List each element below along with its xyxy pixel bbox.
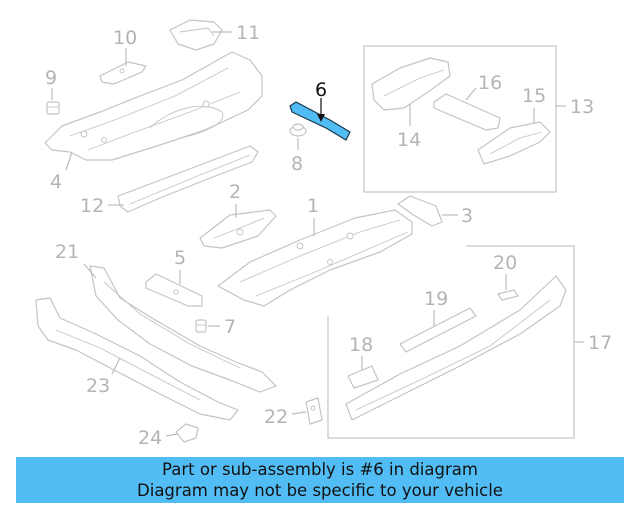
part-10-bracket[interactable] — [99, 61, 147, 85]
callout-7[interactable]: 7 — [224, 316, 236, 338]
callout-17[interactable]: 17 — [588, 332, 612, 354]
callout-15[interactable]: 15 — [522, 85, 546, 107]
group-17-box — [327, 245, 575, 439]
part-3-bracket[interactable] — [397, 195, 443, 227]
part-8-grommet[interactable] — [289, 123, 307, 137]
callout-14[interactable]: 14 — [397, 129, 421, 151]
callout-23[interactable]: 23 — [86, 375, 110, 397]
part-12-crossmember[interactable] — [117, 145, 259, 213]
callout-22[interactable]: 22 — [264, 406, 288, 428]
callout-18[interactable]: 18 — [349, 334, 373, 356]
callout-1[interactable]: 1 — [307, 195, 319, 217]
callout-2[interactable]: 2 — [229, 181, 241, 203]
callout-19[interactable]: 19 — [424, 288, 448, 310]
callout-6[interactable]: 6 — [315, 79, 327, 101]
parts-diagram: 1 2 3 4 5 6 7 8 9 10 11 12 13 14 15 16 1… — [35, 19, 612, 449]
info-banner: Part or sub-assembly is #6 in diagram Di… — [16, 457, 624, 503]
callout-10[interactable]: 10 — [113, 27, 137, 49]
part-6-reinforcement[interactable] — [289, 101, 351, 141]
part-5-bracket[interactable] — [145, 273, 203, 307]
banner-line-1: Part or sub-assembly is #6 in diagram — [162, 460, 478, 479]
part-7-bolt[interactable] — [195, 319, 207, 333]
callout-labels: 1 2 3 4 5 6 7 8 9 10 11 12 13 14 15 16 1… — [45, 22, 612, 449]
callout-12[interactable]: 12 — [80, 195, 104, 217]
part-11-bracket[interactable] — [169, 19, 223, 51]
part-17-rocker[interactable] — [345, 275, 567, 421]
leader-lines — [51, 31, 584, 437]
part-14-member[interactable] — [371, 57, 451, 111]
callout-5[interactable]: 5 — [174, 247, 186, 269]
part-2-panel[interactable] — [199, 209, 277, 249]
part-21-side-member[interactable] — [89, 265, 277, 393]
callout-24[interactable]: 24 — [138, 427, 162, 449]
part-9-plug[interactable] — [46, 101, 60, 115]
callout-13[interactable]: 13 — [570, 96, 594, 118]
callout-16[interactable]: 16 — [478, 72, 502, 94]
callout-21[interactable]: 21 — [55, 241, 79, 263]
banner-line-2: Diagram may not be specific to your vehi… — [137, 481, 503, 500]
callout-11[interactable]: 11 — [236, 22, 260, 44]
part-1-front-floor[interactable] — [217, 209, 413, 307]
part-19-reinforcement[interactable] — [399, 307, 477, 353]
callout-4[interactable]: 4 — [50, 171, 62, 193]
callout-3[interactable]: 3 — [461, 205, 473, 227]
callout-8[interactable]: 8 — [291, 153, 303, 175]
part-23-side-member[interactable] — [35, 297, 239, 421]
part-4-rear-floor[interactable] — [44, 51, 263, 161]
callout-9[interactable]: 9 — [45, 67, 57, 89]
callout-20[interactable]: 20 — [493, 252, 517, 274]
part-20-bracket[interactable] — [497, 289, 519, 301]
part-18-bracket[interactable] — [347, 365, 379, 389]
part-24-bracket[interactable] — [175, 423, 199, 443]
part-15-bracket[interactable] — [477, 121, 551, 165]
arrowhead-6 — [317, 114, 325, 122]
group-13-box — [363, 45, 557, 193]
part-16-bracket[interactable] — [433, 93, 501, 131]
part-22-bracket[interactable] — [305, 397, 323, 425]
